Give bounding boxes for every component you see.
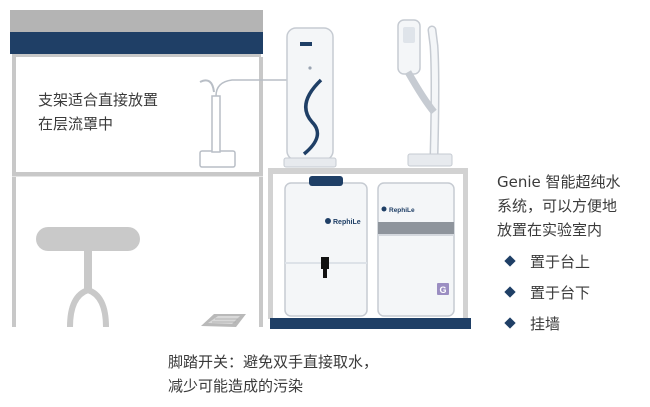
genie-unit: G: [377, 182, 455, 317]
placement-option-under-bench: 置于台下: [504, 281, 591, 312]
placement-option-label: 挂墙: [530, 315, 561, 333]
placement-options-list: 置于台上 置于台下 挂墙: [504, 250, 591, 343]
brand-logo-genie: RephiLe: [389, 207, 415, 214]
wall-dispenser: [397, 19, 453, 167]
system-description-line-3: 放置在实验室内: [497, 221, 603, 239]
hood-caption: 支架适合直接放置 在层流罩中: [38, 88, 158, 136]
placement-option-benchtop: 置于台上: [504, 250, 591, 281]
dispenser-stand: [199, 79, 288, 168]
water-tap-icon: [321, 257, 329, 269]
diamond-bullet-icon: [504, 286, 516, 298]
brand-logo-reservoir: RephiLe: [333, 219, 361, 226]
system-description-line-1: Genie 智能超纯水: [497, 173, 621, 191]
stool: [36, 227, 140, 328]
footswitch-caption-line-1: 脚踏开关：避免双手直接取水，: [168, 353, 379, 371]
reservoir-unit: [284, 176, 368, 317]
diamond-bullet-icon: [504, 317, 516, 329]
system-description: Genie 智能超纯水 系统，可以方便地 放置在实验室内: [497, 170, 621, 242]
brand-logo-icon: RephiLe RephiLe: [325, 206, 415, 226]
laminar-flow-hood: [10, 10, 263, 327]
placement-option-label: 置于台上: [530, 253, 591, 271]
diamond-bullet-icon: [504, 255, 516, 267]
placement-option-label: 置于台下: [530, 284, 591, 302]
footswitch-caption-line-2: 减少可能造成的污染: [168, 377, 304, 395]
series-badge: [437, 283, 449, 295]
placement-option-wall-mount: 挂墙: [504, 312, 590, 343]
hood-caption-line-1: 支架适合直接放置: [38, 91, 159, 109]
tower-unit: [283, 27, 337, 168]
series-badge-letter: G: [439, 285, 446, 295]
system-description-line-2: 系统，可以方便地: [497, 197, 618, 215]
footswitch-icon: [201, 314, 246, 327]
footswitch-caption: 脚踏开关：避免双手直接取水， 减少可能造成的污染: [168, 350, 378, 398]
hood-caption-line-2: 在层流罩中: [38, 115, 114, 133]
lab-cabinet: [268, 168, 471, 329]
